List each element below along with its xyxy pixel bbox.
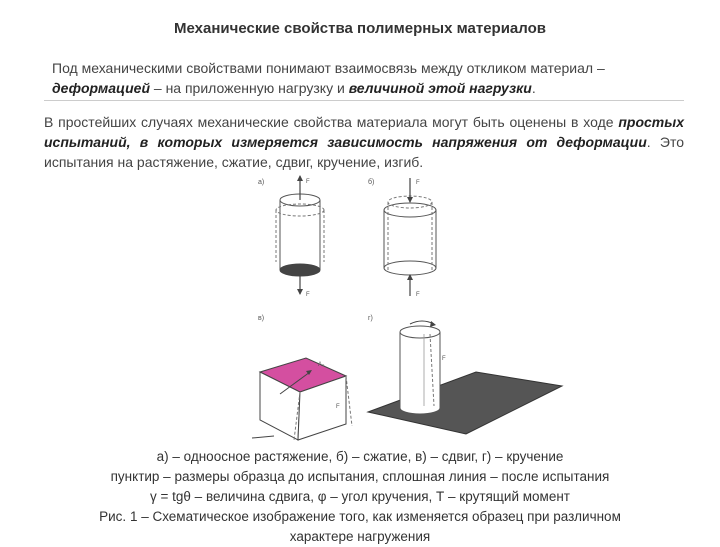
- area-label: A₀: [318, 362, 325, 368]
- label-c: в): [258, 315, 264, 322]
- shear-force-arrow-icon: [306, 370, 312, 375]
- compress-down-arrow-icon: [407, 197, 413, 203]
- base-plate: [366, 371, 564, 435]
- caption-line-4: Рис. 1 – Схематическое изображение того,…: [99, 509, 621, 524]
- definition-text-2: – на приложенную нагрузку и: [150, 80, 349, 96]
- torque-arrow-icon: [430, 321, 436, 327]
- term-load-value: величиной этой нагрузки: [348, 80, 532, 96]
- torsion-specimen: г) F: [366, 315, 564, 435]
- term-simple-tests: простых испытаний, в которых измеряется …: [44, 114, 684, 150]
- force-label-a-top: F: [306, 179, 310, 185]
- slide-title: Механические свойства полимерных материа…: [174, 20, 546, 37]
- label-a: а): [258, 179, 264, 186]
- caption-line-3: γ = tgθ – величина сдвига, φ – угол круч…: [150, 489, 570, 504]
- definition-text-1: Под механическими свойствами понимают вз…: [52, 60, 605, 76]
- compress-up-arrow-icon: [407, 274, 413, 280]
- bottom-disk: [279, 263, 321, 277]
- label-b: б): [368, 178, 374, 186]
- force-label-a-bottom: F: [306, 292, 310, 298]
- tests-text-2: . Это испытания на растяжение, сжатие, с…: [44, 134, 684, 170]
- force-label-d: F: [442, 356, 446, 362]
- caption-line-5: характере нагружения: [289, 529, 431, 544]
- force-down-arrow-icon: [297, 289, 303, 295]
- figure-caption: а) – одноосное растяжение, б) – сжатие, …: [0, 447, 720, 547]
- tests-paragraph: В простейших случаях механические свойст…: [44, 112, 684, 172]
- caption-line-1: а) – одноосное растяжение, б) – сжатие, …: [156, 449, 564, 464]
- shear-specimen: в) A₀ F: [251, 315, 353, 441]
- definition-text-3: .: [531, 80, 536, 96]
- caption-line-2: пунктир – размеры образца до испытания, …: [110, 469, 610, 484]
- term-deformation: деформацией: [52, 80, 150, 96]
- force-up-arrow-icon: [297, 175, 303, 181]
- compression-specimen: б) F F: [368, 178, 437, 298]
- definition-paragraph: Под механическими свойствами понимают вз…: [52, 58, 684, 98]
- divider-line: [44, 100, 684, 101]
- force-label-c: F: [336, 404, 340, 410]
- tension-specimen: а) F F: [258, 175, 325, 298]
- force-label-b-bottom: F: [416, 292, 420, 298]
- tests-text-1: В простейших случаях механические свойст…: [44, 114, 619, 130]
- deformation-figure: а) F F б) F F в): [251, 175, 564, 441]
- label-d: г): [368, 315, 373, 322]
- force-label-b-top: F: [416, 180, 420, 186]
